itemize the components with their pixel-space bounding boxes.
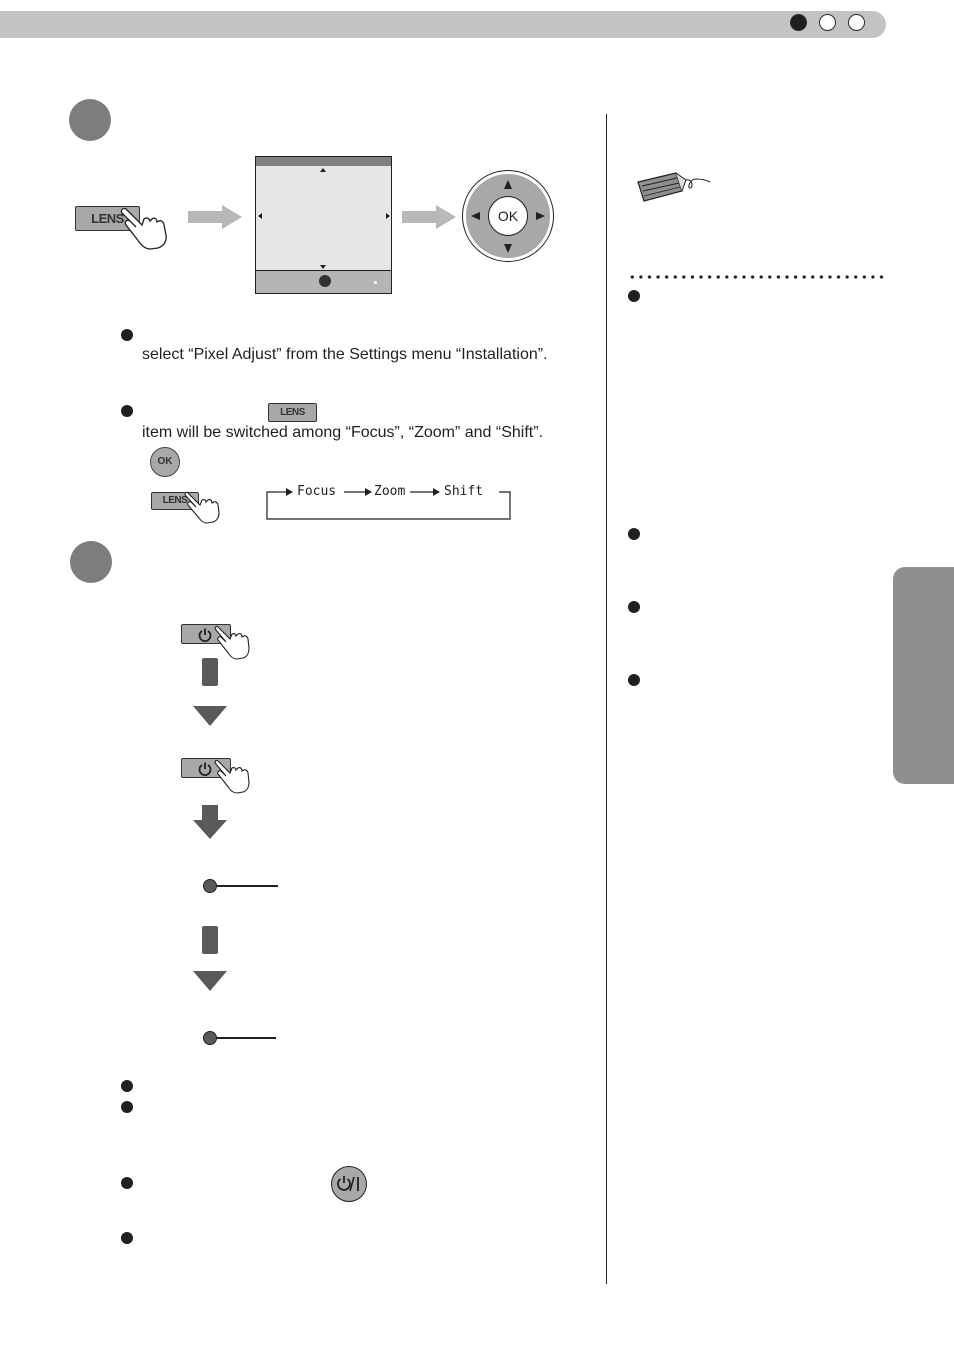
hand-pointer-icon <box>184 491 220 524</box>
bullet <box>628 528 640 540</box>
pixel-adjust-text: select “Pixel Adjust” from the Settings … <box>142 346 548 363</box>
indicator-leader-line <box>216 885 278 887</box>
power-icon <box>337 1176 359 1192</box>
menu-down-arrow <box>320 265 326 269</box>
status-bar-block <box>202 658 218 686</box>
bullet <box>628 601 640 613</box>
lens-sequence-loop <box>266 488 511 520</box>
step-1-marker <box>69 99 111 141</box>
menu-left-arrow <box>258 213 262 219</box>
arrow-right-icon <box>188 205 242 229</box>
dpad-right-arrow[interactable] <box>536 212 545 220</box>
menu-up-arrow <box>320 168 326 172</box>
remote-power-button <box>331 1166 367 1202</box>
ok-button[interactable]: OK <box>488 196 528 236</box>
power-icon <box>198 762 212 776</box>
hand-pointer-icon <box>214 759 250 794</box>
section-side-tab <box>893 567 954 784</box>
lens-switch-text: item will be switched among “Focus”, “Zo… <box>142 424 544 441</box>
dotted-divider <box>628 275 886 279</box>
bullet <box>121 405 133 417</box>
step-2-marker <box>70 541 112 583</box>
bullet <box>628 290 640 302</box>
menu-right-arrow <box>386 213 390 219</box>
dpad-left-arrow[interactable] <box>471 212 480 220</box>
dpad[interactable]: OK <box>462 170 554 262</box>
dpad-down-arrow[interactable] <box>504 244 512 253</box>
page-dot-3 <box>848 14 865 31</box>
menu-screen <box>255 156 392 294</box>
bullet <box>121 1101 133 1113</box>
page-dot-1 <box>790 14 807 31</box>
bullet <box>121 1080 133 1092</box>
lens-button-inline: LENS <box>268 403 317 422</box>
arrow-down-icon <box>193 971 227 991</box>
lens-button-label: LENS <box>162 495 188 506</box>
ok-button-label: OK <box>497 208 519 224</box>
menu-ok-icon <box>319 275 331 287</box>
menu-footer-bar <box>256 270 391 293</box>
arrow-right-icon <box>402 205 456 229</box>
memo-pencil-icon <box>637 172 711 202</box>
indicator-leader-line <box>216 1037 276 1039</box>
bullet <box>121 1177 133 1189</box>
indicator-led <box>203 1031 217 1045</box>
hand-pointer-icon <box>214 625 250 660</box>
bullet <box>121 1232 133 1244</box>
indicator-led <box>203 879 217 893</box>
header-bar <box>0 11 886 38</box>
page-dot-2 <box>819 14 836 31</box>
menu-indicator <box>374 281 377 284</box>
ok-button-small-label: OK <box>157 456 173 467</box>
ok-button-small: OK <box>150 447 180 477</box>
power-icon <box>198 628 212 642</box>
lens-button-label: LENS <box>280 407 305 418</box>
column-divider <box>606 114 607 1284</box>
arrow-down-icon <box>193 805 227 839</box>
bullet <box>121 329 133 341</box>
menu-title-bar <box>256 157 391 166</box>
sequence-zoom: Zoom <box>374 484 406 499</box>
status-bar-block <box>202 926 218 954</box>
lens-button-label: LENS <box>91 211 124 226</box>
sequence-focus: Focus <box>297 484 337 499</box>
sequence-shift: Shift <box>444 484 484 499</box>
bullet <box>628 674 640 686</box>
dpad-up-arrow[interactable] <box>504 180 512 189</box>
hand-pointer-icon <box>120 207 167 250</box>
arrow-down-icon <box>193 706 227 726</box>
